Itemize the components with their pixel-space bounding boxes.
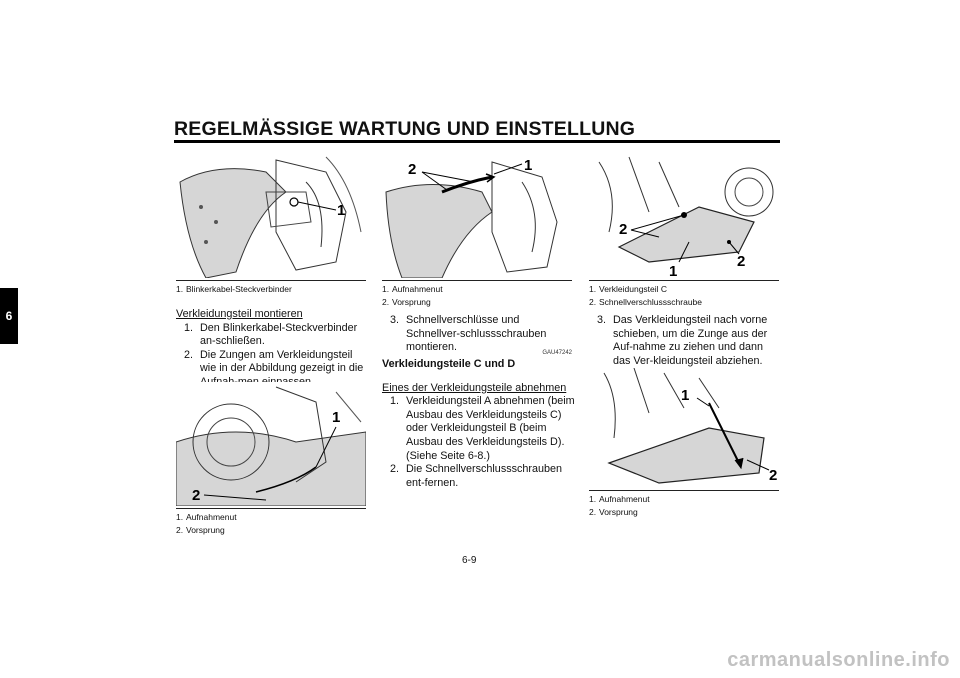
list-item: 2.Die Schnellverschlussschrauben ent-fer… [390, 463, 563, 489]
page-title: REGELMÄSSIGE WARTUNG UND EINSTELLUNG [174, 118, 636, 140]
section-mount-panel: Verkleidungsteil montieren 1.Den Blinker… [176, 308, 368, 390]
figure-panel-removal: 1 2 [589, 368, 779, 488]
callout-2: 2 [619, 221, 627, 238]
callout-2: 2 [737, 253, 745, 270]
caption-rule [176, 280, 366, 281]
section-title: Eines der Verkleidungsteile abnehmen [382, 381, 567, 394]
title-rule [174, 140, 780, 143]
caption-rule [589, 280, 779, 281]
figure-caption: 1.Blinkerkabel-Steckverbinder [176, 284, 292, 294]
list-item: 1.Den Blinkerkabel-Steckverbinder an-sch… [184, 321, 358, 348]
caption-rule [589, 490, 779, 491]
callout-2: 2 [192, 487, 200, 504]
watermark-link[interactable]: carmanualsonline.info [727, 649, 950, 671]
caption-rule [382, 280, 572, 281]
section-title: Verkleidungsteil montieren [176, 308, 303, 320]
callout-1: 1 [337, 202, 345, 219]
list-item: 1.Verkleidungsteil A abnehmen (beim Ausb… [390, 395, 575, 462]
callout-2: 2 [408, 161, 416, 178]
callout-1: 1 [681, 387, 689, 404]
callout-1: 1 [332, 409, 340, 426]
section-panels-c-d: Verkleidungsteile C und D Eines der Verk… [382, 358, 576, 490]
doc-code: GAU47242 [542, 350, 572, 356]
figure-caption: 1.Aufnahmenut 2.Vorsprung [382, 284, 443, 307]
page-number: 6-9 [462, 555, 477, 566]
figure-turn-signal-connector: 1 [176, 152, 366, 278]
callout-2: 2 [769, 467, 777, 484]
figure-panel-slot: 2 1 [382, 152, 572, 278]
figure-panel-c-screws: 2 1 2 [589, 152, 779, 278]
callout-1: 1 [524, 157, 532, 174]
callout-1: 1 [669, 263, 677, 278]
step-install-fasteners: 3.Schnellverschlüsse und Schnellver-schl… [390, 314, 547, 354]
caption-rule [176, 508, 366, 509]
section-heading: Verkleidungsteile C und D [382, 358, 516, 370]
figure-caption: 1.Aufnahmenut 2.Vorsprung [176, 512, 237, 535]
figure-panel-tabs: 1 2 [176, 382, 366, 506]
step-remove-panel: 3.Das Verkleidungsteil nach vorne schieb… [597, 314, 768, 367]
figure-caption: 1.Aufnahmenut 2.Vorsprung [589, 494, 650, 517]
chapter-tab: 6 [0, 288, 18, 344]
figure-caption: 1.Verkleidungsteil C 2.Schnellverschluss… [589, 284, 702, 307]
